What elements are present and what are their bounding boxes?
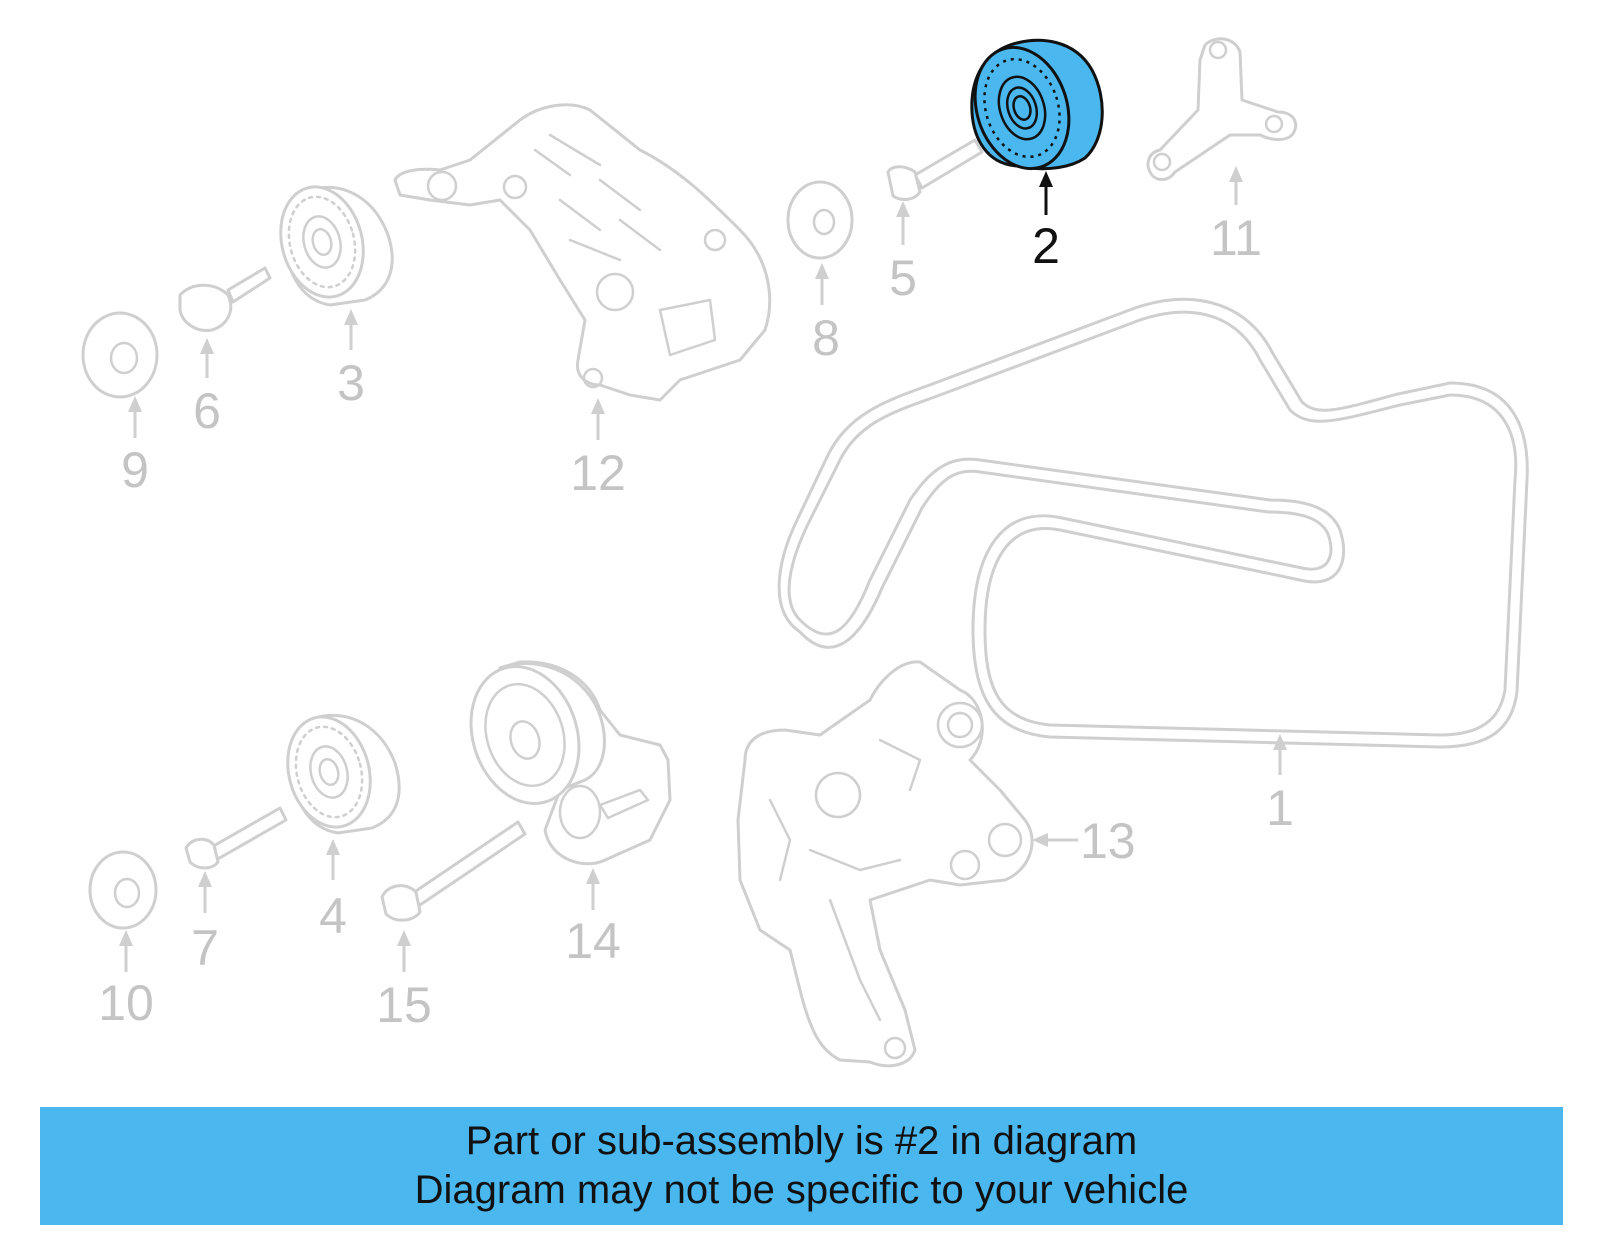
callout-6: 6 — [193, 383, 221, 439]
callout-4: 4 — [319, 888, 347, 944]
part-9-washer[interactable] — [81, 311, 159, 399]
part-13-alternator-bracket[interactable] — [736, 660, 1034, 1068]
callout-3: 3 — [337, 355, 365, 411]
part-15-bolt[interactable] — [380, 820, 527, 922]
callout-11: 11 — [1210, 210, 1262, 266]
callout-14: 14 — [565, 913, 621, 969]
part-5-bolt[interactable] — [886, 138, 984, 201]
part-12-mounting-bracket[interactable] — [393, 103, 772, 402]
callout-5: 5 — [889, 250, 917, 306]
part-10-washer[interactable] — [88, 850, 158, 930]
callout-15: 15 — [376, 977, 432, 1033]
part-3-idler-pulley[interactable] — [269, 178, 394, 307]
part-11-bracket[interactable] — [1146, 37, 1298, 181]
leader-lines — [119, 166, 1287, 972]
callout-numbers: 1 2 3 4 5 6 7 8 9 10 11 12 13 14 15 — [98, 210, 1294, 1033]
part-1-belt[interactable] — [777, 297, 1529, 749]
part-4-idler-pulley[interactable] — [276, 708, 401, 837]
part-14-belt-tensioner[interactable] — [454, 652, 672, 866]
part-7-bolt[interactable] — [184, 806, 288, 870]
callout-1: 1 — [1266, 780, 1294, 836]
callout-9: 9 — [121, 442, 149, 498]
part-8-washer[interactable] — [786, 180, 854, 260]
callout-10: 10 — [98, 975, 154, 1031]
part-6-bolt[interactable] — [178, 266, 272, 332]
banner-line-part-number: Part or sub-assembly is #2 in diagram — [465, 1119, 1138, 1163]
callout-8: 8 — [812, 310, 840, 366]
callout-12: 12 — [570, 445, 626, 501]
info-banner: Part or sub-assembly is #2 in diagram Di… — [40, 1107, 1563, 1225]
banner-line-disclaimer: Diagram may not be specific to your vehi… — [414, 1168, 1189, 1212]
callout-13: 13 — [1080, 813, 1136, 869]
callout-7: 7 — [191, 920, 219, 976]
callout-2: 2 — [1032, 218, 1060, 274]
part-2-idler-pulley[interactable] — [960, 35, 1104, 181]
